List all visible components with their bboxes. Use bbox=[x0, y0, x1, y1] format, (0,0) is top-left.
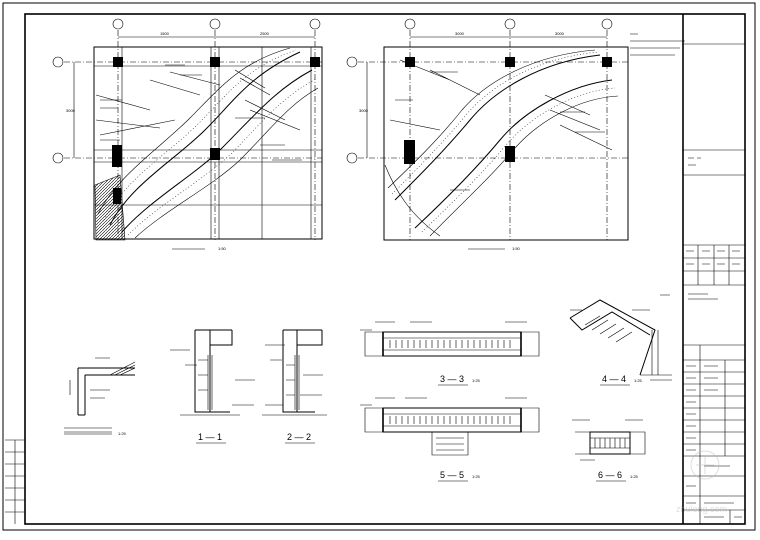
axis-bubble bbox=[404, 18, 416, 30]
curved-stair-right bbox=[384, 49, 619, 237]
column bbox=[310, 57, 320, 67]
axis-bubble bbox=[504, 18, 516, 30]
watermark-logo: zhulong.com bbox=[676, 450, 727, 514]
column bbox=[112, 145, 122, 167]
section-3-scale: 1:25 bbox=[472, 378, 481, 383]
plan-right: 3000 3000 3000 1:50 bbox=[346, 18, 685, 251]
axis-bubble bbox=[346, 56, 358, 68]
plan-left-dim-1: 1500 bbox=[160, 31, 170, 36]
plan-right-dim-1: 3000 bbox=[455, 31, 465, 36]
plan-right-boundary bbox=[383, 46, 629, 241]
plan-left-dim-2: 2500 bbox=[260, 31, 270, 36]
section-label-6: 6 — 6 bbox=[598, 470, 622, 480]
column bbox=[404, 140, 415, 164]
landing-hatch bbox=[94, 174, 126, 241]
outer-border bbox=[2, 2, 756, 531]
detail-corner: 1:25 bbox=[64, 357, 136, 436]
plan-right-dim-side: 3000 bbox=[359, 108, 369, 113]
axis-bubble bbox=[601, 18, 613, 30]
axis-bubble bbox=[52, 56, 64, 68]
section-3-3: 3 — 3 1:25 bbox=[360, 321, 540, 386]
column bbox=[505, 57, 515, 67]
plan-left: 1500 2500 3000 1:50 bbox=[52, 18, 323, 251]
plan-right-dim-2: 3000 bbox=[555, 31, 565, 36]
axis-bubble bbox=[346, 152, 358, 164]
section-label-4: 4 — 4 bbox=[602, 374, 626, 384]
axis-bubble bbox=[209, 18, 221, 30]
section-4-scale: 1:25 bbox=[634, 378, 643, 383]
column bbox=[113, 57, 123, 67]
section-5-scale: 1:25 bbox=[472, 474, 481, 479]
section-1-1: 1 — 1 bbox=[170, 329, 255, 444]
watermark-text: zhulong.com bbox=[676, 504, 727, 514]
title-block bbox=[682, 14, 745, 524]
section-6-6: 6 — 6 1:25 bbox=[572, 419, 646, 482]
section-2-2: 2 — 2 bbox=[262, 329, 327, 444]
plan-left-boundary bbox=[93, 46, 323, 240]
plan-left-dim-side: 3000 bbox=[66, 108, 76, 113]
axis-bubble bbox=[52, 152, 64, 164]
column bbox=[405, 57, 415, 67]
axis-bubble bbox=[309, 18, 321, 30]
section-label-5: 5 — 5 bbox=[440, 470, 464, 480]
column bbox=[210, 57, 220, 67]
section-5-5: 5 — 5 1:25 bbox=[360, 397, 540, 482]
general-notes bbox=[630, 33, 685, 56]
curved-stair-left bbox=[94, 47, 319, 241]
plan-left-scale: 1:50 bbox=[218, 246, 227, 251]
section-label-3: 3 — 3 bbox=[440, 374, 464, 384]
section-label-1: 1 — 1 bbox=[198, 432, 222, 442]
section-label-2: 2 — 2 bbox=[287, 432, 311, 442]
section-4-4: 4 — 4 1:25 bbox=[569, 294, 672, 386]
detail-corner-scale: 1:25 bbox=[118, 431, 127, 436]
plan-right-scale: 1:50 bbox=[512, 246, 521, 251]
binding-strip bbox=[5, 439, 25, 524]
axis-bubble bbox=[112, 18, 124, 30]
section-6-scale: 1:25 bbox=[630, 474, 639, 479]
column bbox=[602, 57, 612, 67]
inner-border bbox=[24, 13, 746, 525]
